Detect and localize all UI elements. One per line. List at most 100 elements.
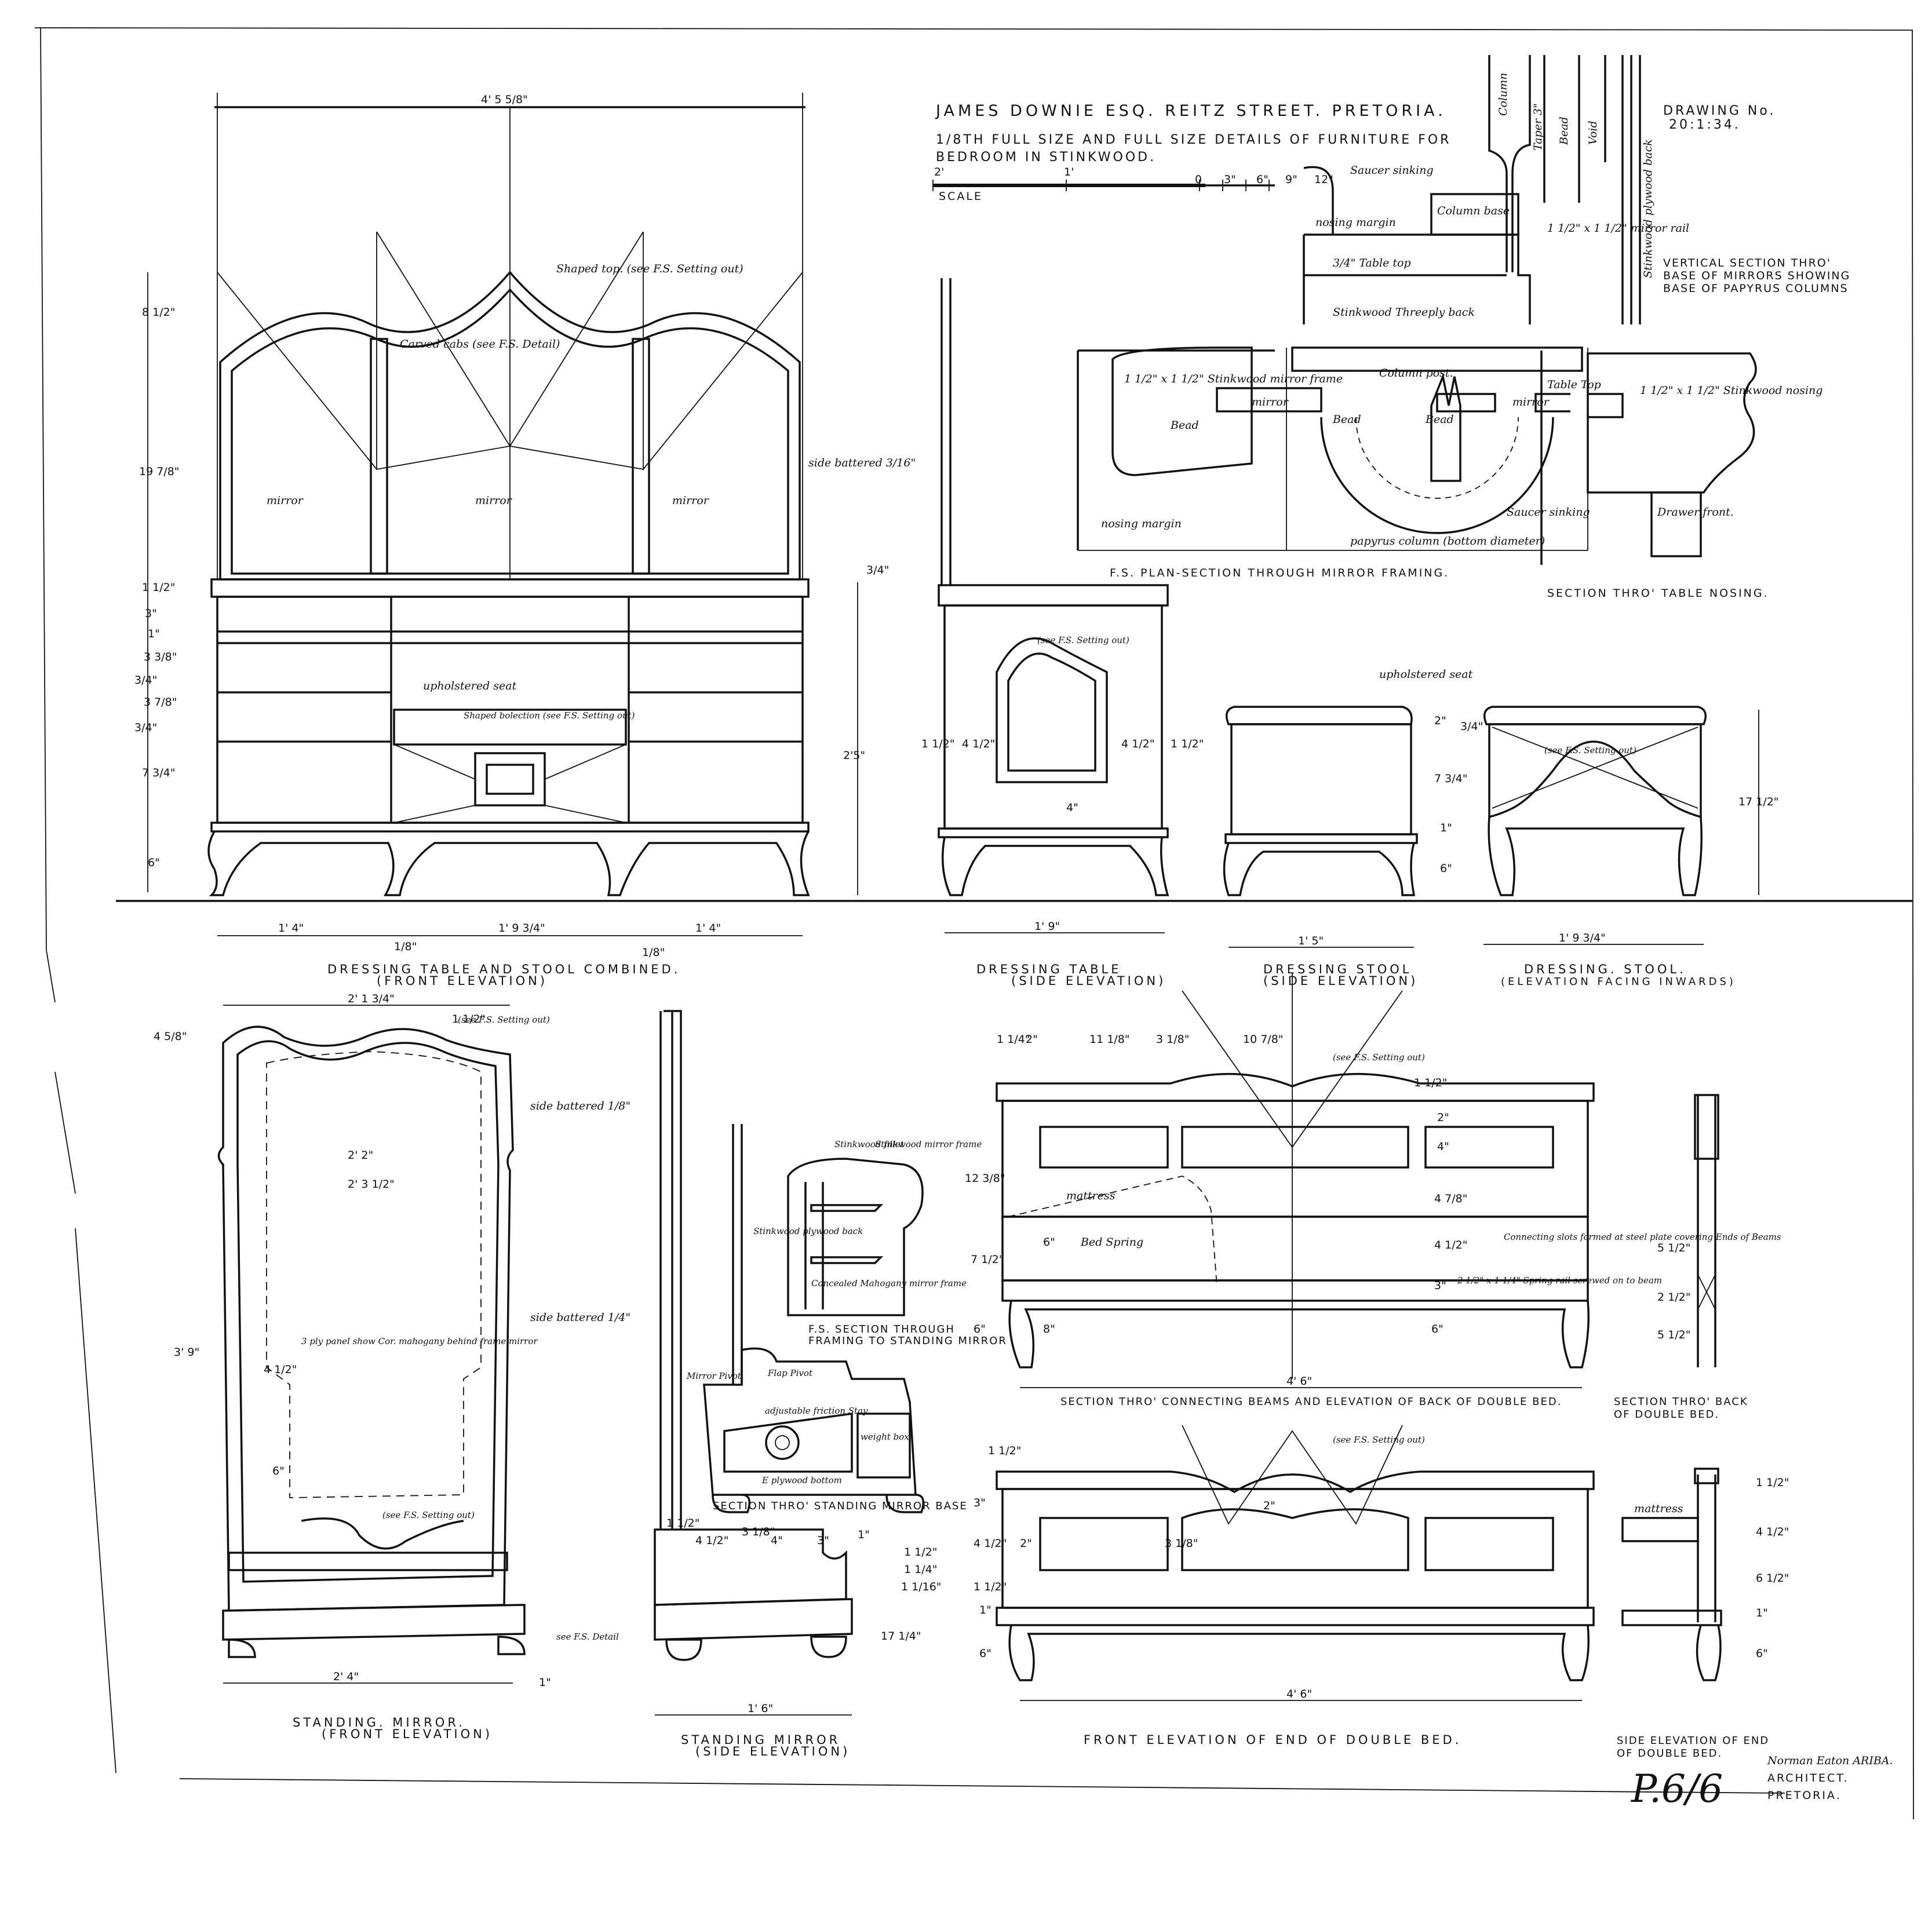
- dim-1-8-b: 1/8": [642, 946, 665, 959]
- dim-4-5-8: 4 5/8": [154, 1030, 187, 1043]
- standing-mirror-base-section: Mirror Pivot Flap Pivot adjustable frict…: [686, 1124, 968, 1513]
- label-bead-plan-1: Bead: [1170, 419, 1199, 432]
- note-shaped-top: Shaped top. (see F.S. Setting out): [556, 262, 743, 275]
- standing-mirror-framing-section: Stinkwood fillet Stinkwood mirror frame …: [753, 1139, 1007, 1347]
- title-block: JAMES DOWNIE ESQ. REITZ STREET. PRETORIA…: [932, 102, 1776, 203]
- note-connecting-slots: Connecting slots formed at steel plate c…: [1504, 1232, 1781, 1242]
- note-see-fs-bed-end: (see F.S. Setting out): [1333, 1435, 1425, 1445]
- scale-tick-12in: 12": [1314, 173, 1333, 186]
- dim-5-half-b: 5 1/2": [1657, 1329, 1690, 1341]
- dim-1-half-side-end: 1 1/2": [1756, 1476, 1789, 1489]
- dim-1-6: 1' 6": [748, 1702, 773, 1715]
- dim-2-bed-end: 2": [1020, 1537, 1032, 1550]
- note-see-fs-side: (see F.S. Setting out): [1037, 635, 1129, 645]
- dim-1-half-bed-end: 1 1/2": [988, 1444, 1021, 1457]
- dim-4-6-back: 4' 6": [1286, 1375, 1312, 1388]
- dim-1-4-a: 1' 4": [278, 922, 304, 935]
- label-mirror-rail: 1 1/2" x 1 1/2" mirror rail: [1547, 222, 1689, 235]
- label-column-v: Column: [1497, 72, 1510, 116]
- label-mirror-plan-1: mirror: [1252, 396, 1289, 408]
- drawing-no-value: 20:1:34.: [1669, 118, 1741, 132]
- caption-stool-front-2: (ELEVATION FACING INWARDS): [1501, 976, 1736, 988]
- note-mattress-back: mattress: [1066, 1189, 1116, 1202]
- vertical-section-detail: Column Taper 3" Bead Void Stinkwood plyw…: [1303, 55, 1850, 324]
- dim-3-4-a: 3/4": [134, 674, 157, 687]
- subtitle-line1: 1/8TH FULL SIZE AND FULL SIZE DETAILS OF…: [936, 133, 1451, 147]
- dim-4-half-bed: 4 1/2": [1434, 1239, 1467, 1251]
- double-bed-back-section: 5 1/2" 2 1/2" 5 1/2" SECTION THRO' BACK …: [1614, 1094, 1747, 1421]
- dim-1-half-side-b: 1 1/2": [1171, 738, 1204, 750]
- dim-4-bed: 4": [1437, 1140, 1449, 1153]
- dim-2-bed-end-c: 2": [1263, 1499, 1275, 1512]
- label-drawer-front: Drawer front.: [1657, 506, 1734, 519]
- dim-12-3-8: 12 3/8": [965, 1172, 1005, 1185]
- drawing-no-label: DRAWING No.: [1663, 104, 1776, 118]
- dim-1-half-mirror: 1 1/2": [452, 1013, 485, 1025]
- double-bed-end-front-elevation: (see F.S. Setting out) 1 1/2" 3" 4 1/2" …: [974, 1425, 1595, 1747]
- page-number: P.6/6: [1631, 1767, 1723, 1811]
- dim-3-3-8: 3 3/8": [144, 651, 177, 663]
- caption-vertical-section-2: BASE OF MIRRORS SHOWING: [1663, 269, 1850, 282]
- client-line: JAMES DOWNIE ESQ. REITZ STREET. PRETORIA…: [935, 102, 1446, 120]
- label-ply-back-v: Stinkwood plywood back: [1642, 139, 1654, 278]
- caption-bed-end-side-2: OF DOUBLE BED.: [1617, 1747, 1722, 1760]
- note-mirror-pivot: Mirror Pivot: [686, 1371, 742, 1381]
- scale-tick-6in: 6": [1256, 173, 1268, 186]
- scale-bar: 2' 1' 0 3" 6" 9" 12" SCALE: [932, 166, 1333, 203]
- dim-5-half-a: 5 1/2": [1657, 1242, 1690, 1254]
- scale-tick-3in: 3": [1224, 173, 1236, 186]
- dim-2-3-half: 2' 3 1/2": [348, 1178, 395, 1191]
- dim-6-stool: 6": [1440, 862, 1452, 875]
- note-see-fs-mirror-2: (see F.S. Setting out): [382, 1510, 475, 1520]
- dim-1-half-ms-b: 1 1/2": [904, 1546, 937, 1559]
- caption-dressing-side-1: DRESSING TABLE: [976, 962, 1121, 976]
- caption-mirror-framing-2: FRAMING TO STANDING MIRROR: [808, 1335, 1007, 1347]
- label-taper-v: Taper 3": [1532, 103, 1544, 151]
- dim-1-9: 1' 9": [1034, 920, 1060, 933]
- note-see-fs-detail: see F.S. Detail: [556, 1632, 619, 1642]
- architect-role: ARCHITECT.: [1767, 1772, 1849, 1784]
- dim-17-1-4: 17 1/4": [881, 1630, 921, 1643]
- dim-8-bed: 8": [1043, 1323, 1055, 1335]
- caption-mirror-base: SECTION THRO' STANDING MIRROR BASE: [713, 1500, 968, 1512]
- caption-dressing-combined-2: (FRONT ELEVATION): [377, 974, 548, 988]
- dim-1-side-end: 1": [1756, 1607, 1768, 1619]
- label-saucer-sinking-plan: Saucer sinking: [1507, 506, 1590, 519]
- dim-top-width: 4' 5 5/8": [481, 93, 528, 106]
- scale-tick-1ft: 1': [1064, 166, 1074, 178]
- dim-6-half-side-end: 6 1/2": [1756, 1572, 1789, 1585]
- label-table-top-v: 3/4" Table top: [1333, 257, 1411, 269]
- label-table-top-nosing: Table Top: [1547, 378, 1601, 391]
- label-nosing-margin-v: nosing margin: [1315, 216, 1396, 229]
- caption-mirror-front-1: STANDING. MIRROR.: [293, 1716, 465, 1729]
- label-mirror-plan-2: mirror: [1512, 396, 1550, 408]
- caption-dressing-combined-1: DRESSING TABLE AND STOOL COMBINED.: [327, 962, 680, 976]
- dim-4-half-ms: 4 1/2": [695, 1534, 728, 1547]
- double-bed-end-side-elevation: mattress 1 1/2" 4 1/2" 6 1/2" 1" 6" SIDE…: [1617, 1468, 1789, 1760]
- note-mirror-center: mirror: [475, 494, 513, 507]
- label-column-base: Column base: [1437, 205, 1510, 217]
- dim-1-9-3-4-stool: 1' 9 3/4": [1559, 932, 1606, 944]
- double-bed-back-elevation: 1 1/4" 2" 11 1/8" 3 1/8" 10 7/8" (see F.…: [965, 973, 1781, 1408]
- dim-4-ms: 4": [771, 1534, 783, 1547]
- standing-mirror-side-elevation: 1 1/2" 4 1/2" 3 1/8" 4" 3" 1" 1 1/2" 1 1…: [654, 1010, 942, 1758]
- standing-mirror-front-elevation: 2' 1 3/4" 4 5/8" 1 1/2" (see F.S. Settin…: [154, 992, 630, 1741]
- caption-vertical-section-3: BASE OF PAPYRUS COLUMNS: [1663, 282, 1849, 295]
- dim-3-7-8: 3 7/8": [144, 696, 177, 709]
- note-mirror-right: mirror: [672, 494, 710, 507]
- note-see-fs-stool: (see F.S. Setting out): [1544, 745, 1636, 756]
- dim-4-7-8: 4 7/8": [1434, 1192, 1467, 1205]
- label-nosing-size: 1 1/2" x 1 1/2" Stinkwood nosing: [1640, 384, 1822, 397]
- dressing-stool-front-elevation: upholstered seat (see F.S. Setting out) …: [1379, 668, 1779, 988]
- label-bead-plan-2: Bead: [1332, 413, 1361, 426]
- dim-10-7-8: 10 7/8": [1243, 1033, 1284, 1046]
- caption-mirror-side-1: STANDING MIRROR: [681, 1733, 840, 1747]
- note-stinkwood-fillet: Stinkwood fillet: [834, 1139, 905, 1149]
- dim-4-half-side-a: 4 1/2": [962, 738, 995, 750]
- dim-3-half-end: 1 1/2": [974, 1581, 1007, 1593]
- table-nosing-section: Table Top 1 1/2" x 1 1/2" Stinkwood nosi…: [1540, 351, 1822, 600]
- dim-3-1-8: 3 1/8": [742, 1525, 775, 1538]
- dim-1-mirror: 1": [539, 1676, 551, 1689]
- architect-city: PRETORIA.: [1767, 1789, 1842, 1802]
